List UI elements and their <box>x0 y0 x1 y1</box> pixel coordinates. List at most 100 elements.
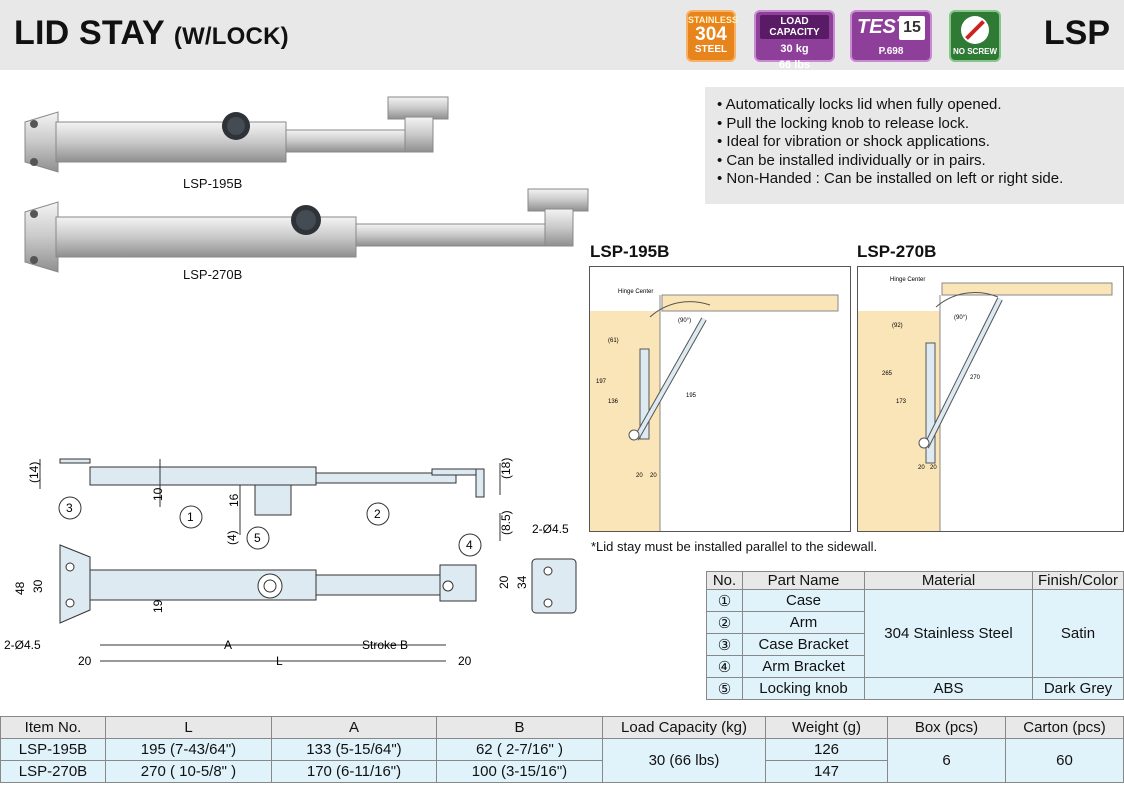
callout-number: 5 <box>254 531 261 545</box>
page-title: LID STAY (W/LOCK) <box>14 14 289 53</box>
install-diagram-270b: Hinge Center (90°) (92) 265 173 270 20 2… <box>857 266 1124 532</box>
dim-label: (8.5) <box>499 510 513 535</box>
badge-load-l1: LOAD CAPACITY <box>760 15 829 39</box>
angle-label: (90°) <box>954 315 967 321</box>
dim-label: 2-Ø4.5 <box>532 522 569 536</box>
feature-item: Ideal for vibration or shock application… <box>717 133 1112 152</box>
table-row: ④ Arm Bracket <box>706 655 1124 678</box>
parts-table: No. Part Name Material Finish/Color ① Ca… <box>706 571 1124 700</box>
badge-screw-l1: NO SCREW <box>953 47 997 56</box>
dim-label: 20 <box>918 465 925 471</box>
spec-header: Carton (pcs) <box>1005 716 1124 739</box>
dim-label: 20 <box>930 465 937 471</box>
dim-label: 20 <box>458 654 472 668</box>
angle-label: (90°) <box>678 318 691 324</box>
spec-header: Load Capacity (kg) <box>602 716 766 739</box>
feature-list: Automatically locks lid when fully opene… <box>705 87 1124 204</box>
dim-label: (18) <box>499 458 513 479</box>
part-no: ① <box>706 589 743 612</box>
part-name: Case <box>742 589 865 612</box>
spec-header: A <box>271 716 437 739</box>
part-no: ④ <box>706 655 743 678</box>
dim-label: L <box>276 654 283 668</box>
feature-item: Can be installed individually or in pair… <box>717 152 1112 171</box>
spec-header: Box (pcs) <box>887 716 1006 739</box>
technical-drawing: (14) 10 16 (4) (18) (8.5) 2-Ø4.5 3 1 5 2… <box>4 458 577 668</box>
table-row: ① Case 304 Stainless Steel Satin <box>706 589 1124 678</box>
hinge-label: Hinge Center <box>618 289 653 295</box>
dim-label: 2-Ø4.5 <box>4 638 41 652</box>
dim-label: 20 <box>650 473 657 479</box>
callout-number: 3 <box>66 501 73 515</box>
parts-header: Part Name <box>742 571 865 590</box>
lid-panel <box>661 294 839 312</box>
spec-b: 100 (3-15/16") <box>436 760 603 783</box>
spec-weight: 126 <box>765 738 888 761</box>
table-row: LSP-195B 195 (7-43/64") 133 (5-15/64") 6… <box>0 738 1124 783</box>
badge-test-l3: P.698 <box>878 46 904 57</box>
header-bar: LID STAY (W/LOCK) STAINLESS 304 STEEL LO… <box>0 0 1124 71</box>
diagram-title-195b: LSP-195B <box>590 242 670 261</box>
spec-b: 62 ( 2-7/16" ) <box>436 738 603 761</box>
product-photos <box>24 96 589 273</box>
part-material: ABS <box>864 677 1033 700</box>
stainless-steel-badge: STAINLESS 304 STEEL <box>686 10 738 62</box>
dim-label: 20 <box>78 654 92 668</box>
part-finish: Satin <box>1032 589 1124 678</box>
dim-label: 270 <box>970 375 981 381</box>
top-view <box>59 544 577 662</box>
dim-label: 265 <box>882 371 893 377</box>
dim-label: (61) <box>608 338 619 344</box>
feature-item: Non-Handed : Can be installed on left or… <box>717 170 1112 189</box>
photo-label-270b: LSP-270B <box>183 267 243 282</box>
dim-label: 16 <box>227 493 241 507</box>
product-code: LSP <box>1043 14 1110 52</box>
part-no: ② <box>706 611 743 634</box>
parts-header: Finish/Color <box>1032 571 1124 590</box>
dim-label: 30 <box>31 579 45 593</box>
badge-test-l1: TEST <box>857 16 909 38</box>
spec-a: 170 (6-11/16") <box>271 760 437 783</box>
dim-label: 10 <box>151 487 165 501</box>
part-no: ⑤ <box>706 677 743 700</box>
spec-header: L <box>105 716 272 739</box>
dim-label: 20 <box>497 575 511 589</box>
part-name: Arm Bracket <box>742 655 865 678</box>
table-row: LSP-270B 270 ( 10-5/8" ) 170 (6-11/16") … <box>0 760 1124 783</box>
dim-label: Stroke B <box>362 638 408 652</box>
dim-label: A <box>224 638 232 652</box>
badge-load-l2: 30 kg <box>780 43 809 55</box>
spec-carton: 60 <box>1005 738 1124 783</box>
title-sub: (W/LOCK) <box>173 23 289 50</box>
dim-label: 19 <box>151 599 165 613</box>
load-capacity-badge: LOAD CAPACITY 30 kg 66 lbs <box>754 10 835 71</box>
dim-label: (4) <box>225 530 239 545</box>
photo-label-195b: LSP-195B <box>183 176 243 191</box>
dim-label: (92) <box>892 323 903 329</box>
dim-label: 20 <box>636 473 643 479</box>
no-screw-icon <box>961 16 989 44</box>
feature-item: Automatically locks lid when fully opene… <box>717 96 1112 115</box>
spec-item: LSP-195B <box>0 738 106 761</box>
badge-steel-l1: STAINLESS <box>688 15 738 25</box>
part-finish: Dark Grey <box>1032 677 1124 700</box>
badge-test-l2: 15 <box>899 16 925 40</box>
spec-header: Weight (g) <box>765 716 888 739</box>
dim-label: 34 <box>515 575 529 589</box>
dim-label: 48 <box>13 581 27 595</box>
hinge-label: Hinge Center <box>890 277 925 283</box>
callout-2: 2 <box>366 502 390 526</box>
title-main: LID STAY <box>14 14 165 52</box>
badge-steel-l2: 304 <box>695 24 727 45</box>
callout-number: 2 <box>374 507 381 521</box>
dim-label: 173 <box>896 399 907 405</box>
dim-label: 195 <box>686 393 697 399</box>
lsp-270b-photo <box>24 188 589 273</box>
spec-load: 30 (66 lbs) <box>602 738 766 783</box>
callout-number: 1 <box>187 510 194 524</box>
dim-label: (14) <box>27 462 41 483</box>
install-note: *Lid stay must be installed parallel to … <box>591 539 878 554</box>
dim-label: 136 <box>608 399 619 405</box>
spec-l: 270 ( 10-5/8" ) <box>105 760 272 783</box>
lsp-195b-photo <box>24 96 449 173</box>
